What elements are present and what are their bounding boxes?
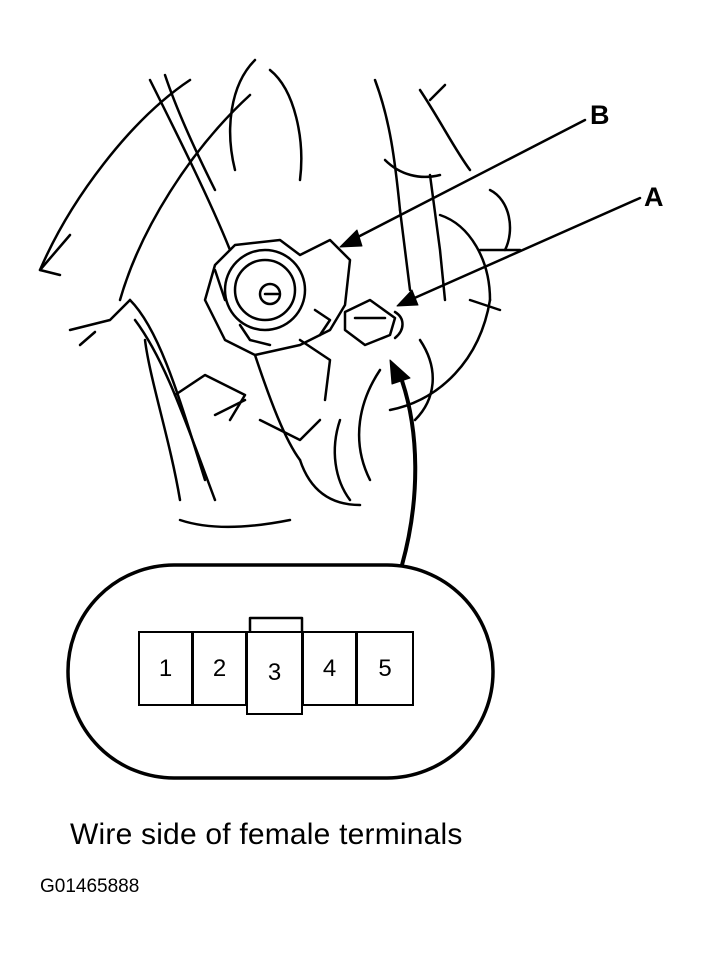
terminal-cavity-4: 4	[302, 631, 357, 706]
callout-a-leader	[396, 196, 642, 307]
callout-b-leader	[339, 118, 587, 248]
connector-inset-frame	[66, 563, 495, 780]
terminal-cavity-3: 3	[246, 631, 303, 715]
terminal-cavity-1: 1	[138, 631, 193, 706]
connector-a-plug	[343, 298, 404, 347]
ignition-switch-body	[203, 238, 352, 357]
figure-id: G01465888	[40, 876, 140, 897]
terminal-cavity-2: 2	[192, 631, 247, 706]
steering-column-outline	[38, 58, 303, 529]
callout-label-a: A	[644, 182, 664, 212]
inset-pointer-arrow	[389, 359, 418, 567]
callout-label-b: B	[590, 100, 610, 130]
terminal-cavity-5: 5	[356, 631, 414, 706]
figure-caption: Wire side of female terminals	[70, 818, 463, 851]
